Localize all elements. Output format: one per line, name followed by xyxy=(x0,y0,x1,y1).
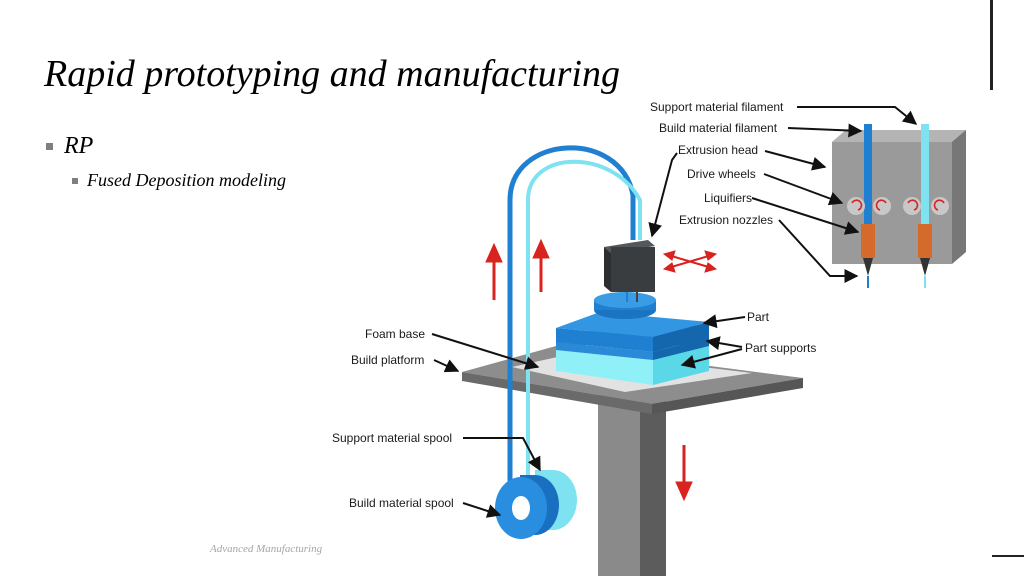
extrusion-head-inset xyxy=(832,124,966,288)
part xyxy=(556,292,709,385)
bullet-level2-text: Fused Deposition modeling xyxy=(87,170,286,190)
leader-lines xyxy=(431,106,918,518)
bullet-square-icon xyxy=(72,177,78,184)
slide-footer: Advanced Manufacturing xyxy=(210,543,323,555)
label-support-spool: Support material spool xyxy=(332,431,452,445)
corner-decoration-bottom xyxy=(992,555,1024,557)
label-extrusion-head: Extrusion head xyxy=(678,143,758,157)
motion-arrows xyxy=(485,238,718,502)
label-extrusion-nozzles: Extrusion nozzles xyxy=(679,213,773,227)
bullet-level1: RP xyxy=(46,133,93,160)
build-filament xyxy=(507,145,636,510)
label-drive-wheels: Drive wheels xyxy=(687,167,756,181)
drive-wheel-icon xyxy=(847,197,949,215)
label-liquifiers: Liquifiers xyxy=(704,191,752,205)
corner-decoration-top xyxy=(990,0,993,90)
support-filament xyxy=(526,159,642,505)
build-material-spool xyxy=(495,470,577,539)
bullet-level2: Fused Deposition modeling xyxy=(72,170,286,191)
label-build-spool: Build material spool xyxy=(349,496,454,510)
label-foam-base: Foam base xyxy=(365,327,425,341)
slide-title: Rapid prototyping and manufacturing xyxy=(44,53,620,95)
label-build-platform: Build platform xyxy=(351,353,424,367)
label-build-filament: Build material filament xyxy=(659,121,778,135)
bullet-square-icon xyxy=(46,143,53,150)
extrusion-head xyxy=(604,240,655,302)
bullet-level1-text: RP xyxy=(64,133,94,159)
label-part: Part xyxy=(747,310,770,324)
label-support-filament: Support material filament xyxy=(650,100,784,114)
label-part-supports: Part supports xyxy=(745,341,816,355)
platform-column xyxy=(598,395,666,576)
